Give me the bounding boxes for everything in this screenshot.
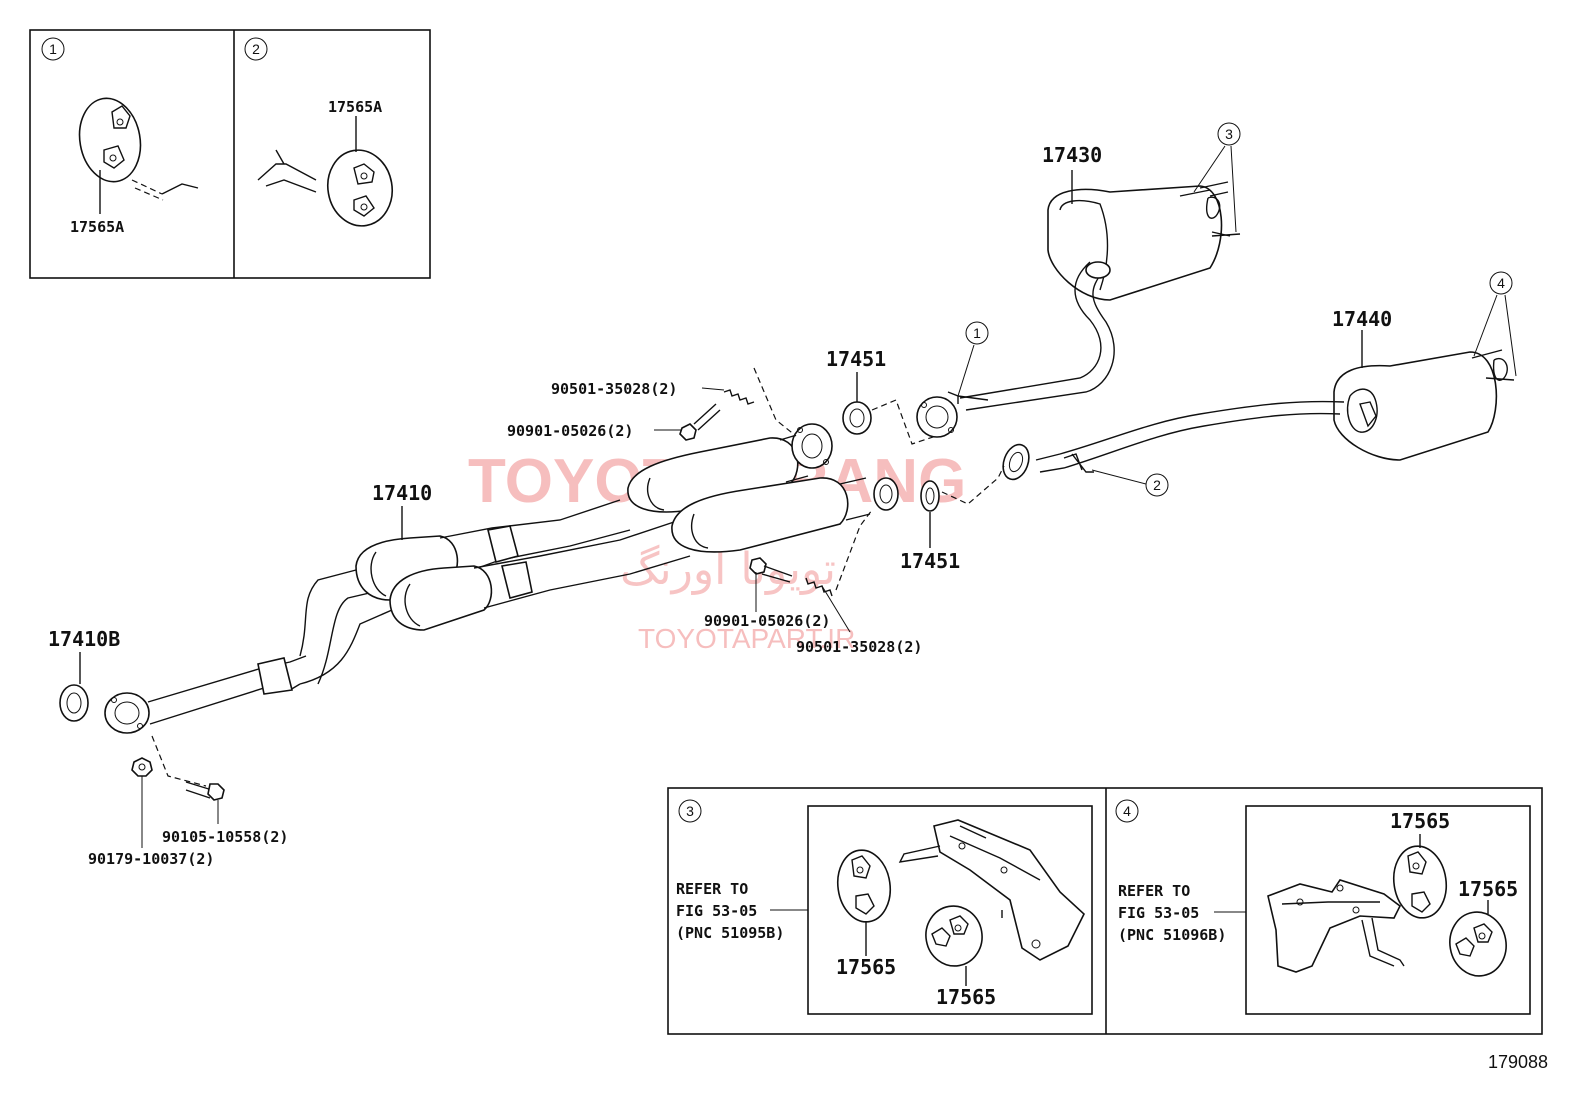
part-label-17565-inset4a[interactable]: 17565 — [1390, 809, 1450, 833]
part-label-17451-upper[interactable]: 17451 — [826, 347, 886, 371]
inset-marker-4: 4 — [1123, 803, 1131, 819]
watermark-url: TOYOTAPART.IR — [638, 623, 855, 654]
gasket-17451-lower — [920, 480, 940, 512]
fastener-label-90501-lower[interactable]: 90501-35028(2) — [796, 638, 922, 656]
gasket-17410b — [59, 684, 89, 722]
figure-number: 179088 — [1488, 1052, 1548, 1072]
bolt-icon — [749, 557, 793, 583]
part-label-17410[interactable]: 17410 — [372, 481, 432, 505]
inset-marker-2: 2 — [252, 41, 260, 57]
refer-text-inset3-line3: (PNC 51095B) — [676, 924, 784, 942]
inset-box-3-4: 3 4 REFER TO FIG 53-05 (PNC 51095B) 1756… — [667, 787, 1543, 1035]
tail-pipe-17430 — [916, 181, 1241, 438]
fastener-label-90901-upper[interactable]: 90901-05026(2) — [507, 422, 633, 440]
fastener-label-90179[interactable]: 90179-10037(2) — [88, 850, 214, 868]
inset-marker-1: 1 — [49, 41, 57, 57]
inset-marker-3: 3 — [686, 803, 694, 819]
refer-text-inset4-line1: REFER TO — [1118, 882, 1190, 900]
fastener-label-90501-upper[interactable]: 90501-35028(2) — [551, 380, 677, 398]
hanger-rubber-icon — [925, 905, 983, 967]
part-label-17565a-box2[interactable]: 17565A — [328, 98, 382, 116]
refer-text-inset3-line2[interactable]: FIG 53-05 — [676, 902, 757, 920]
spring-bolt-icon — [723, 389, 755, 405]
inset-ref-marker-4[interactable]: 4 — [1497, 275, 1505, 291]
refer-text-inset4-line3: (PNC 51096B) — [1118, 926, 1226, 944]
hanger-rubber-icon — [1392, 845, 1448, 919]
fastener-label-90901-lower[interactable]: 90901-05026(2) — [704, 612, 830, 630]
part-label-17410b[interactable]: 17410B — [48, 627, 120, 651]
gasket-17451-upper — [842, 401, 872, 435]
hanger-rubber-icon — [836, 849, 892, 923]
spring-bolt-icon — [805, 577, 833, 597]
part-label-17440[interactable]: 17440 — [1332, 307, 1392, 331]
hanger-rubber-icon — [327, 149, 393, 227]
nut-icon — [131, 757, 153, 777]
watermark-text-fa: تویوتا اورنگ — [620, 544, 836, 595]
refer-text-inset4-line2[interactable]: FIG 53-05 — [1118, 904, 1199, 922]
hanger-rubber-icon — [78, 97, 142, 183]
part-label-17430[interactable]: 17430 — [1042, 143, 1102, 167]
inset-ref-marker-3[interactable]: 3 — [1225, 126, 1233, 142]
bolt-icon — [185, 781, 225, 801]
inset-ref-marker-1[interactable]: 1 — [973, 325, 981, 341]
front-pipe-17410 — [104, 423, 899, 734]
part-label-17565-inset3b[interactable]: 17565 — [936, 985, 996, 1009]
inset-box-1-2: 1 2 17565A 17565A — [29, 29, 431, 279]
bracket-icon — [1267, 879, 1405, 973]
bolt-icon — [679, 403, 721, 441]
fastener-label-90105[interactable]: 90105-10558(2) — [162, 828, 288, 846]
refer-text-inset3-line1: REFER TO — [676, 880, 748, 898]
part-label-17565a-box1[interactable]: 17565A — [70, 218, 124, 236]
part-label-17451-lower[interactable]: 17451 — [900, 549, 960, 573]
part-label-17565-inset3a[interactable]: 17565 — [836, 955, 896, 979]
bracket-icon — [898, 819, 1085, 961]
tail-pipe-17440 — [1002, 349, 1515, 481]
inset-ref-marker-2[interactable]: 2 — [1153, 477, 1161, 493]
part-label-17565-inset4b[interactable]: 17565 — [1458, 877, 1518, 901]
hanger-rubber-icon — [1449, 911, 1507, 977]
